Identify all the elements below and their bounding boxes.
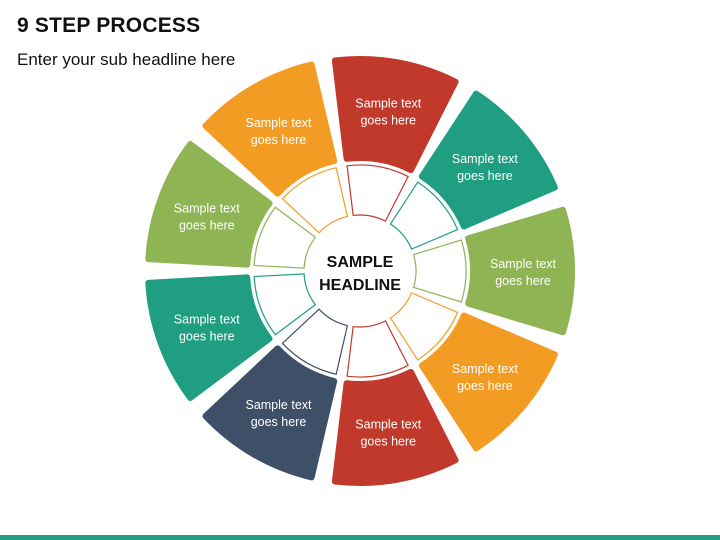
step-3-text-line1: Sample text	[490, 257, 557, 271]
step-1-text-line2: goes here	[360, 114, 416, 128]
step-2-segment	[418, 90, 558, 230]
step-8-inner-segment	[253, 206, 317, 269]
step-2-inner-segment	[389, 181, 459, 250]
step-7-segment	[145, 274, 273, 401]
step-3-segment	[465, 206, 575, 336]
step-4-text-line2: goes here	[457, 379, 513, 393]
step-2-text-line1: Sample text	[452, 152, 519, 166]
step-9-text-line1: Sample text	[245, 116, 312, 130]
step-1-segment	[331, 56, 459, 174]
center-headline-line2: HEADLINE	[319, 277, 401, 294]
step-7-text-line2: goes here	[179, 330, 235, 344]
step-6-inner-segment	[281, 308, 349, 375]
bottom-accent-bar	[0, 535, 720, 540]
step-7-inner-segment	[253, 273, 317, 336]
step-5-text-line2: goes here	[360, 435, 416, 449]
step-8-segment	[145, 141, 273, 268]
step-4-segment	[418, 312, 558, 452]
step-9-inner-segment	[281, 167, 349, 234]
step-5-segment	[331, 368, 459, 486]
step-8-text-line2: goes here	[179, 218, 235, 232]
step-8-text-line1: Sample text	[174, 201, 241, 215]
step-4-text-line1: Sample text	[452, 362, 519, 376]
step-3-text-line2: goes here	[495, 274, 551, 288]
step-4-inner-segment	[389, 292, 459, 361]
page-title: 9 STEP PROCESS	[17, 14, 201, 37]
step-9-segment	[202, 61, 338, 197]
center-headline-line1: SAMPLE	[327, 254, 394, 271]
page-subtitle: Enter your sub headline here	[17, 50, 236, 69]
center-circle	[308, 219, 412, 323]
step-9-text-line2: goes here	[251, 133, 307, 147]
step-3-inner-segment	[412, 239, 467, 303]
step-6-text-line2: goes here	[251, 415, 307, 429]
step-6-text-line1: Sample text	[245, 398, 312, 412]
step-1-inner-segment	[346, 164, 409, 222]
step-5-inner-segment	[346, 320, 409, 378]
step-7-text-line1: Sample text	[174, 313, 241, 327]
step-2-text-line2: goes here	[457, 169, 513, 183]
step-6-segment	[202, 345, 338, 481]
step-5-text-line1: Sample text	[355, 418, 422, 432]
step-1-text-line1: Sample text	[355, 97, 422, 111]
